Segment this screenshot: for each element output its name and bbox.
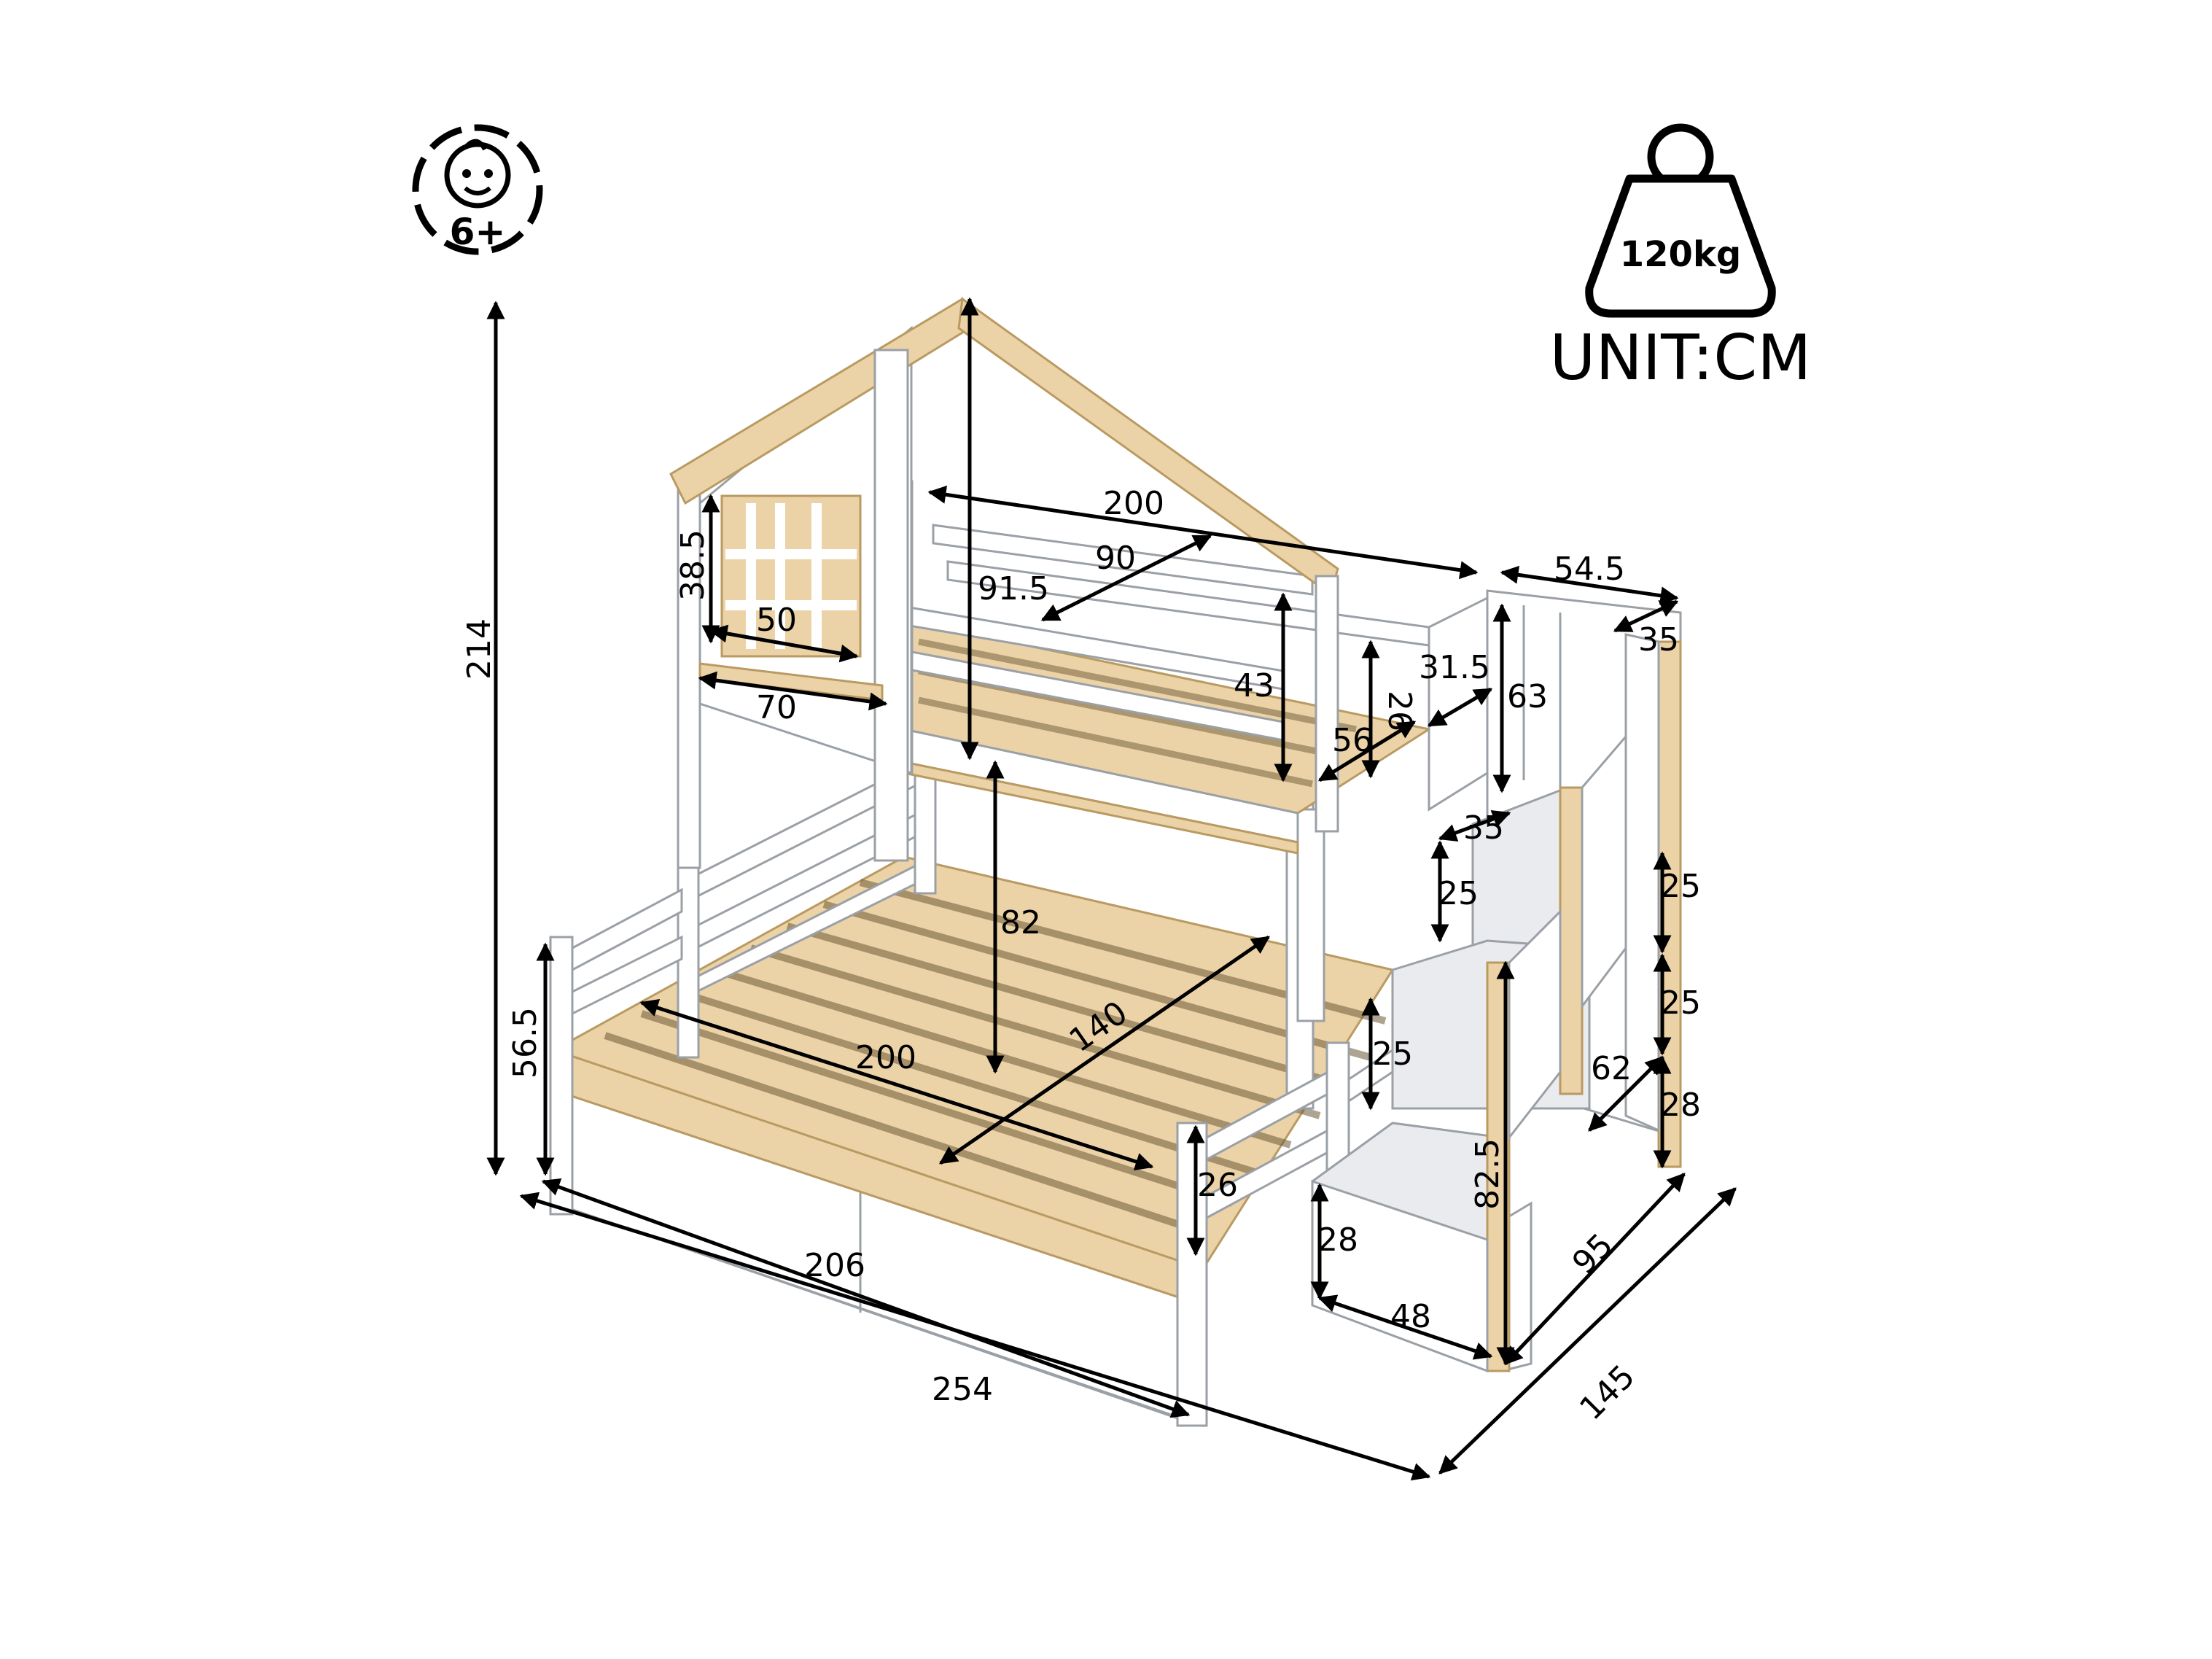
dimension-lines [486,297,1737,1481]
dim-stair-box-height: 28 [1317,1221,1358,1259]
lower-back-rail [677,753,937,1059]
dim-step-depth: 35 [1463,809,1504,847]
dim-step-height-d: 25 [1372,1036,1413,1073]
dim-upper-width: 90 [1095,540,1136,577]
dim-total-depth: 145 [1573,1358,1642,1427]
dim-step-height-c: 25 [1660,984,1701,1022]
age-label: 6+ [450,211,506,253]
dim-shelf-width: 70 [756,689,797,726]
dim-window-width: 50 [756,602,797,639]
dim-upper-step-gap: 31.5 [1419,649,1490,686]
weight-label: 120kg [1620,234,1741,275]
dim-stair-rail-height: 63 [1507,678,1548,715]
dim-upper-opening: 56 [1332,722,1373,759]
dim-stair-total-height: 82.5 [1469,1138,1506,1210]
dim-window-height: 38.5 [674,529,712,601]
dim-stair-width: 54.5 [1554,551,1625,588]
unit-label: UNIT:CM [1550,322,1812,395]
dim-total-height: 214 [461,618,498,680]
dim-lower-bed-length: 206 [804,1247,865,1284]
dim-total-length: 254 [932,1371,993,1408]
dim-upper-length: 200 [1103,485,1164,522]
dim-lower-clearance: 82 [1000,904,1041,941]
dim-lower-length: 200 [855,1039,916,1076]
dim-stair-top-depth: 35 [1638,621,1679,658]
dim-step-height-b: 25 [1660,868,1701,905]
child-face-icon [444,139,511,209]
weight-icon [1585,123,1776,318]
dim-stair-box-width: 48 [1390,1298,1431,1335]
dim-upper-rail-height: 26 [1381,691,1418,731]
dim-stair-lower-depth: 62 [1591,1050,1632,1087]
age-badge: 6+ [412,124,543,255]
dim-upper-inner-height: 91.5 [978,570,1049,607]
dim-lower-guard-height: 26 [1197,1167,1238,1204]
dim-step-height-a: 25 [1438,875,1479,912]
dim-stair-length: 95 [1565,1227,1621,1282]
dim-upper-guard-height: 43 [1234,667,1274,704]
upper-bed [892,480,1489,855]
dim-lower-headboard: 56.5 [507,1007,544,1079]
dim-stair-bottom-height: 28 [1660,1087,1701,1124]
weight-badge: 120kg [1585,123,1776,318]
